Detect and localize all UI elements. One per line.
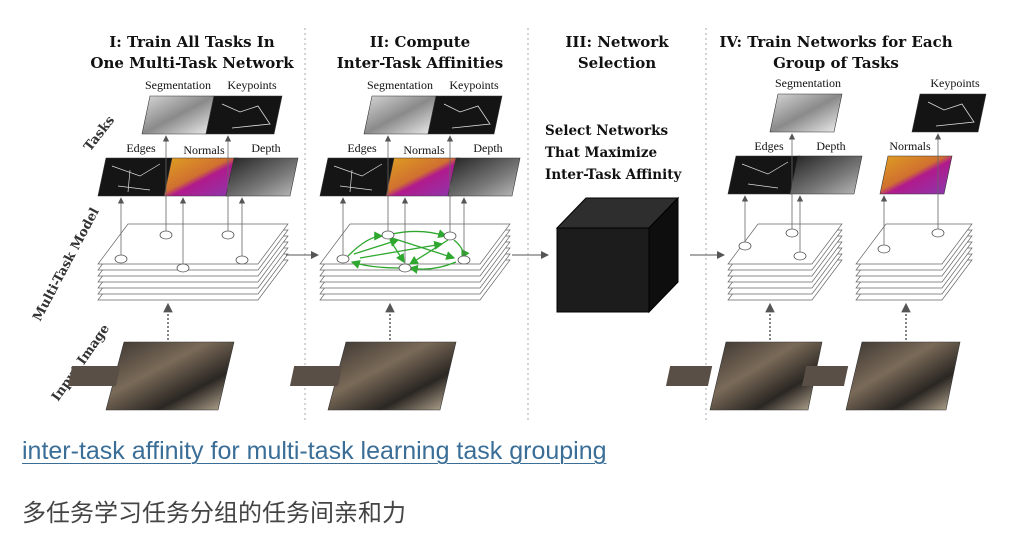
stage1-thumb-segmentation <box>141 95 215 135</box>
stage3-title-line1: III: Network <box>565 33 669 51</box>
stage1-up-arrows <box>117 135 246 264</box>
stage1-thumb-depth <box>225 157 299 197</box>
stage2-edges-lines <box>333 163 383 193</box>
stage4b-label-normals: Normals <box>889 139 931 153</box>
stage1-group: Segmentation Keypoints Edges Normals Dep… <box>67 78 299 411</box>
stage4b-keypoints-lines <box>927 101 975 127</box>
stage2-label-edges: Edges <box>347 141 377 155</box>
stage2-affinity-arrows <box>347 229 470 274</box>
stage4a-label-depth: Depth <box>816 139 845 153</box>
stage4b-thumb-normals <box>879 155 953 195</box>
stage3-group: Select Networks That Maximize Inter-Task… <box>545 123 682 314</box>
stage4a-thumb-edges <box>727 155 801 195</box>
stage2-label-segmentation: Segmentation <box>367 78 433 92</box>
stage4b-label-keypoints: Keypoints <box>930 76 980 90</box>
stage4a-photo-sofa <box>665 366 713 386</box>
stage1-label-depth: Depth <box>251 141 280 155</box>
stage4a-thumb-depth <box>789 155 863 195</box>
stage4a-thumb-segmentation <box>769 93 843 133</box>
side-label-tasks: Tasks <box>81 113 118 154</box>
stage2-photo-sofa <box>289 366 343 386</box>
stage4a-label-segmentation: Segmentation <box>775 76 841 90</box>
stage2-label-depth: Depth <box>473 141 502 155</box>
stage2-layer-stack <box>319 223 511 301</box>
black-box-cube <box>555 196 680 314</box>
stage1-thumb-keypoints <box>205 95 283 135</box>
stage2-thumb-depth <box>447 157 521 197</box>
stage2-up-arrows <box>339 135 468 264</box>
stage2-label-normals: Normals <box>403 143 445 157</box>
stage2-thumb-segmentation <box>363 95 437 135</box>
stage1-node <box>114 254 128 264</box>
stage1-label-keypoints: Keypoints <box>227 78 277 92</box>
side-label-model: Multi-Task Model <box>30 206 102 324</box>
stage4a-edges-lines <box>741 161 789 189</box>
stage1-label-normals: Normals <box>183 143 225 157</box>
stage4b-input-image <box>845 341 961 411</box>
stage1-node <box>235 255 249 265</box>
selection-text-line1: Select Networks <box>545 123 668 139</box>
caption-subtitle: 多任务学习任务分组的任务间亲和力 <box>22 499 406 527</box>
stage1-thumb-edges <box>97 157 173 197</box>
stage1-title-line2: One Multi-Task Network <box>90 54 294 72</box>
stage1-label-segmentation: Segmentation <box>145 78 211 92</box>
stage1-node <box>159 230 173 240</box>
stage4a-label-edges: Edges <box>754 139 784 153</box>
stage3-title-line2: Selection <box>578 54 656 72</box>
stage4-network-b: Keypoints Normals <box>801 76 987 411</box>
stage4a-up-arrows <box>741 133 804 252</box>
stage2-title-line1: II: Compute <box>370 33 470 51</box>
stage4a-layer-stack <box>727 223 843 301</box>
stage1-input-image <box>105 341 235 411</box>
stage1-keypoints-lines <box>221 103 271 129</box>
stage4b-nodes <box>877 228 945 254</box>
stage4a-input-image <box>709 341 823 411</box>
caption-link[interactable]: inter-task affinity for multi-task learn… <box>22 437 607 465</box>
stage4-title-line2: Group of Tasks <box>773 54 899 72</box>
stage4b-layer-stack <box>855 223 973 301</box>
stage2-title-line2: Inter-Task Affinities <box>337 54 503 72</box>
stage4-title-line1: IV: Train Networks for Each <box>719 33 952 51</box>
selection-text-line3: Inter-Task Affinity <box>545 167 682 183</box>
stage1-title-line1: I: Train All Tasks In <box>109 33 275 51</box>
stage1-node <box>176 263 190 273</box>
stage2-group: Segmentation Keypoints Edges Normals Dep… <box>289 78 521 411</box>
task-grouping-diagram: I: Train All Tasks In One Multi-Task Net… <box>30 28 987 420</box>
stage2-keypoints-lines <box>443 103 491 129</box>
side-label-input: Input Image <box>49 322 113 405</box>
stage2-label-keypoints: Keypoints <box>449 78 499 92</box>
stage4-network-a: Segmentation Edges Depth <box>665 76 863 411</box>
stage4b-thumb-keypoints <box>911 93 987 133</box>
stage1-edges-lines <box>111 163 161 193</box>
stage1-layer-stack <box>97 223 289 301</box>
stage2-thumb-keypoints <box>427 95 503 135</box>
stage4b-photo-sofa <box>801 366 849 386</box>
stage4a-nodes <box>738 228 807 261</box>
stage2-thumb-edges <box>319 157 395 197</box>
stage1-node <box>221 230 235 240</box>
selection-text-line2: That Maximize <box>545 145 657 161</box>
stage1-label-edges: Edges <box>126 141 156 155</box>
stage2-input-image <box>327 341 457 411</box>
stage4b-up-arrows <box>880 133 942 245</box>
stage1-photo-sofa <box>67 366 121 386</box>
